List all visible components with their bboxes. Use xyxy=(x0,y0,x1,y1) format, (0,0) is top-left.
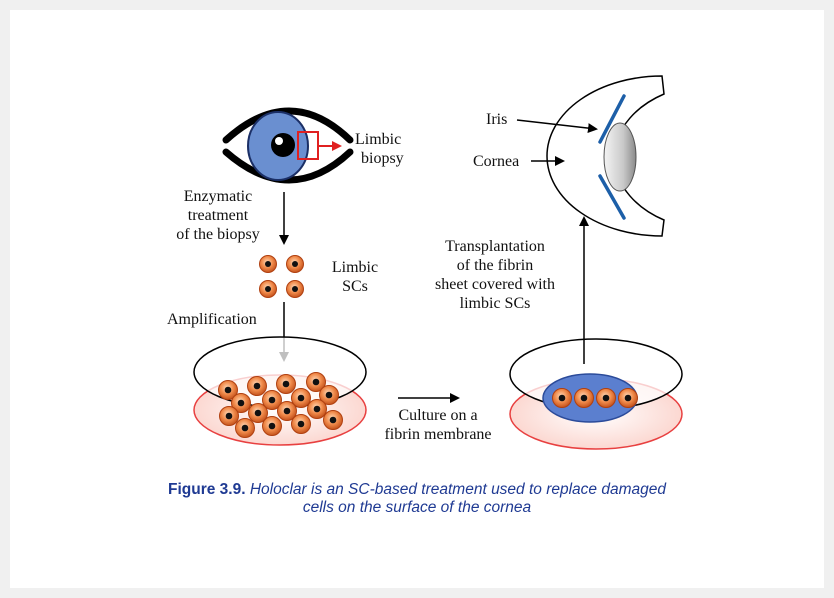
cornea-label: Cornea xyxy=(473,153,520,170)
petri-dish-icon xyxy=(509,338,683,450)
stem-cell-icon xyxy=(306,372,326,392)
iris-pointer xyxy=(516,119,598,134)
stem-cell-icon xyxy=(218,380,238,400)
limbic-biopsy-label: Limbic biopsy xyxy=(355,131,404,167)
stem-cell-icon xyxy=(286,255,304,273)
stem-cell-icon xyxy=(291,388,311,408)
limbic-scs-label: Limbic SCs xyxy=(331,259,379,295)
iris-label: Iris xyxy=(486,111,508,128)
cultured-cells xyxy=(218,372,343,438)
stem-cell-icon xyxy=(291,414,311,434)
biopsy-box xyxy=(297,131,342,160)
figure-number: Figure 3.9. xyxy=(168,481,246,498)
enzymatic-treatment-label: Enzymatic treatment of the biopsy xyxy=(176,188,260,243)
stem-cell-icon xyxy=(247,376,267,396)
caption-line-1: Holoclar is an SC-based treatment used t… xyxy=(249,481,666,498)
amplification-label: Amplification xyxy=(167,311,257,328)
stem-cell-icon xyxy=(319,385,339,405)
cornea-cross-section-icon xyxy=(546,75,665,237)
limbic-scs-cells xyxy=(259,255,304,298)
eye-icon xyxy=(222,107,354,184)
stem-cell-icon xyxy=(552,388,572,408)
figure-card xyxy=(10,10,824,588)
stem-cell-icon xyxy=(248,403,268,423)
stem-cell-icon xyxy=(259,255,277,273)
stem-cell-icon xyxy=(323,410,343,430)
stem-cell-icon xyxy=(262,390,282,410)
stem-cell-icon xyxy=(574,388,594,408)
stem-cell-icon xyxy=(235,418,255,438)
stem-cell-icon xyxy=(307,399,327,419)
stem-cell-icon xyxy=(231,393,251,413)
figure-caption: Figure 3.9. Holoclar is an SC-based trea… xyxy=(0,481,834,517)
stem-cell-icon xyxy=(262,416,282,436)
stem-cell-icon xyxy=(596,388,616,408)
transplantation-label: Transplantation of the fibrin sheet cove… xyxy=(435,238,555,312)
culture-label: Culture on a fibrin membrane xyxy=(384,407,492,443)
stem-cell-icon xyxy=(277,401,297,421)
stem-cell-icon xyxy=(618,388,638,408)
stem-cell-icon xyxy=(286,280,304,298)
stem-cell-icon xyxy=(276,374,296,394)
caption-line-2: cells on the surface of the cornea xyxy=(302,499,532,516)
stem-cell-icon xyxy=(219,406,239,426)
stem-cell-icon xyxy=(259,280,277,298)
